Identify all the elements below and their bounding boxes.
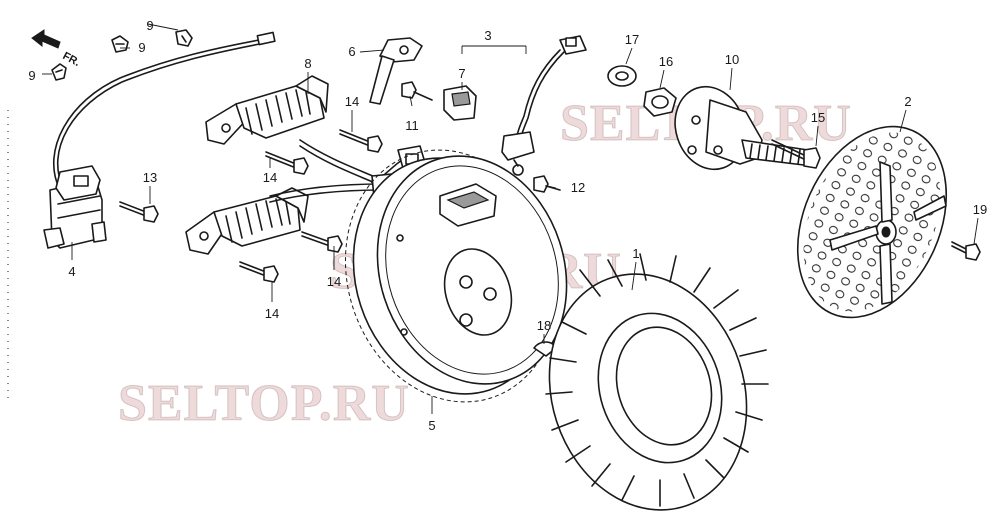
bolt-14-upper — [339, 129, 383, 153]
callout-4: 4 — [68, 264, 75, 279]
callout-11: 11 — [405, 118, 419, 133]
callout-18: 18 — [537, 318, 551, 333]
wire-bracket — [369, 37, 423, 105]
callout-3: 3 — [484, 28, 491, 43]
wire-clip-right — [175, 29, 193, 47]
callout-labels: 1 2 3 4 5 6 7 8 9 9 9 10 11 12 13 14 14 … — [28, 18, 987, 433]
bolt-14-middle — [265, 151, 309, 175]
screen-grid — [796, 125, 948, 319]
ignition-wire — [52, 31, 276, 191]
ignition-coil — [43, 165, 107, 249]
watermark-bottom: SELTOP.RU — [118, 375, 410, 432]
washer — [607, 65, 637, 87]
callout-17: 17 — [625, 32, 639, 47]
callout-14-upper: 14 — [345, 94, 359, 109]
callout-9-middle: 9 — [138, 40, 145, 55]
callout-15: 15 — [811, 110, 825, 125]
callout-16: 16 — [659, 54, 673, 69]
direction-arrow-icon — [31, 29, 61, 49]
pulser-lead — [501, 35, 587, 176]
flywheel — [344, 149, 568, 403]
leader-lines — [42, 23, 979, 414]
callout-7: 7 — [458, 66, 465, 81]
callout-8: 8 — [304, 56, 311, 71]
cooling-fan — [545, 253, 769, 511]
wire-clip-left — [51, 63, 67, 81]
callout-12: 12 — [571, 180, 585, 195]
callout-9-left: 9 — [28, 68, 35, 83]
callout-19: 19 — [973, 202, 987, 217]
callout-14-lower-left: 14 — [265, 306, 279, 321]
bolt-15 — [771, 139, 821, 169]
callout-2: 2 — [904, 94, 911, 109]
bolt-14-lower-left — [239, 261, 279, 283]
callout-1: 1 — [632, 246, 639, 261]
callout-14-middle: 14 — [263, 170, 277, 185]
bolt-13 — [119, 201, 159, 223]
cable-clamp — [443, 85, 477, 121]
screw-11 — [401, 81, 433, 101]
callout-5: 5 — [428, 418, 435, 433]
bolt-19 — [951, 241, 981, 261]
screw-12 — [533, 175, 561, 193]
callout-9-top: 9 — [146, 18, 153, 33]
charge-coil-upper — [205, 75, 329, 145]
callout-10: 10 — [725, 52, 739, 67]
flange-nut — [643, 87, 677, 117]
wire-clip-middle — [111, 35, 129, 53]
callout-14-lower-right: 14 — [327, 274, 341, 289]
callout-6: 6 — [348, 44, 355, 59]
bolt-14-lower-right — [301, 231, 343, 253]
callout-13: 13 — [143, 170, 157, 185]
direction-marker: FR. — [31, 29, 82, 69]
